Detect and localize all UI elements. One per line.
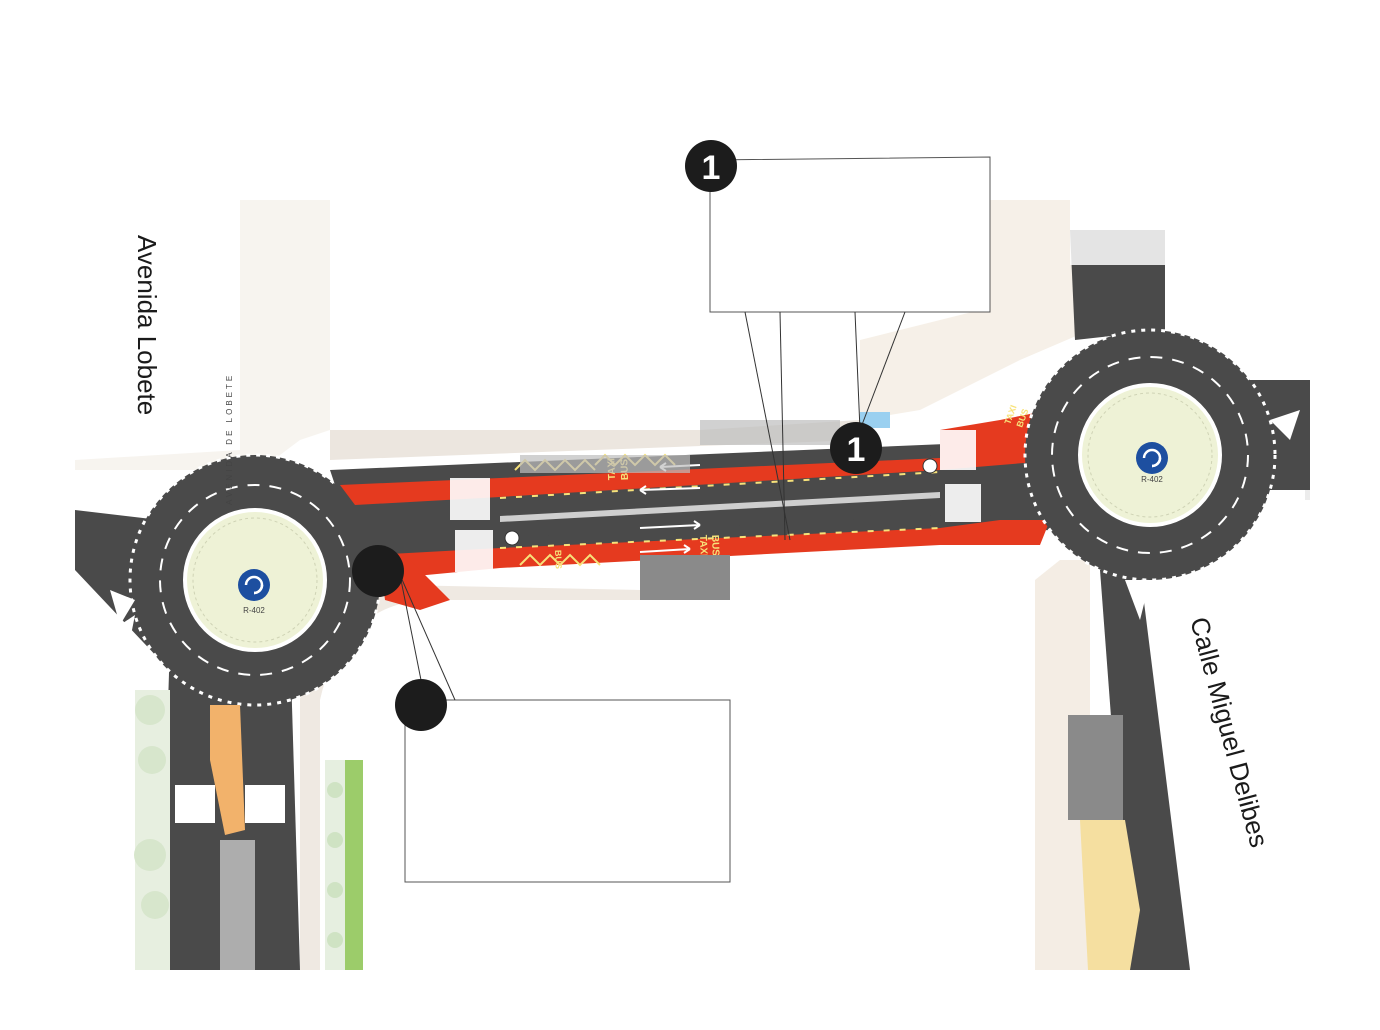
marker-top (685, 140, 737, 192)
median-strip (500, 492, 940, 522)
orange-splitter-island (210, 705, 245, 835)
east-roundabout: R-402 (1023, 230, 1310, 970)
north-bus-lane (340, 412, 1060, 505)
marker-bottom (395, 679, 447, 731)
east-pavers-area (1068, 715, 1123, 820)
callouts (399, 156, 991, 883)
top-callout-box (709, 156, 991, 313)
marker-left (352, 545, 404, 597)
marker-middle (830, 422, 882, 474)
west-roundabout: R-402 (75, 453, 382, 970)
east-roundabout-code: R-402 (1141, 475, 1163, 484)
bottom-callout-box (404, 699, 731, 883)
north-crosswalk (1070, 230, 1165, 265)
landscaping-left (134, 690, 363, 970)
west-roundabout-code: R-402 (243, 606, 265, 615)
main-corridor: TAXI BUS TAXI BUS BUS TAXI BUS (330, 404, 1060, 610)
south-crosswalk (175, 785, 285, 823)
marker-top-number: 1 (702, 149, 721, 187)
pavers-area (640, 555, 730, 600)
bus-label-south-west: BUS (553, 550, 564, 569)
bus-label-south: BUS (709, 535, 721, 557)
corridor-crosswalks (450, 430, 981, 572)
hatched-area (220, 840, 255, 970)
avenida-lobete-label: Avenida Lobete (132, 235, 162, 415)
taxi-label-south: TAXI (697, 535, 709, 558)
markers: 1 1 (352, 140, 882, 731)
calle-miguel-delibes-label: Calle Miguel Delibes (1184, 614, 1274, 851)
green-strip (345, 760, 363, 970)
roundabout-sign-icon (1136, 442, 1168, 474)
marker-middle-number: 1 (847, 431, 866, 469)
roundabout-sign-icon (238, 569, 270, 601)
avenida-de-lobete-label: AVENIDA DE LOBETE (225, 373, 234, 505)
sand-area (1080, 820, 1140, 970)
